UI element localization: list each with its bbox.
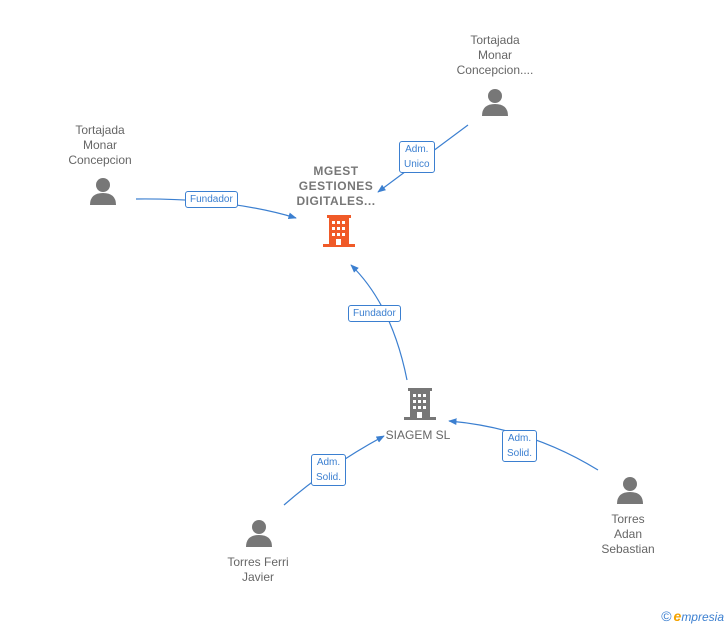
person-label-tortajada-top[interactable]: Tortajada Monar Concepcion.... <box>456 33 534 77</box>
edge-label-fundador-siagem: Fundador <box>348 305 401 322</box>
person-label-torres-adan[interactable]: Torres Adan Sebastian <box>601 512 655 556</box>
edge-label-adm-solid-adan: Adm. Solid. <box>502 430 538 462</box>
person-icon-tortajada-top[interactable] <box>482 89 508 116</box>
company-label-mgest[interactable]: MGEST GESTIONES DIGITALES... <box>296 164 376 208</box>
person-icon-torres-adan[interactable] <box>617 477 643 504</box>
brand-name: mpresia <box>681 610 724 624</box>
building-icon-mgest[interactable] <box>323 215 355 247</box>
edge-label-adm-unico: Adm. Unico <box>399 141 435 173</box>
company-label-siagem[interactable]: SIAGEM SL <box>385 428 451 442</box>
copyright-icon: © <box>661 608 672 624</box>
empresia-logo[interactable]: ©empresia <box>661 608 724 624</box>
brand-initial: e <box>673 608 682 624</box>
person-label-tortajada-left[interactable]: Tortajada Monar Concepcion <box>68 123 132 167</box>
edge-siagem-to-mgest <box>350 264 408 381</box>
person-label-torres-ferri[interactable]: Torres Ferri Javier <box>227 555 289 584</box>
edge-label-fundador-left: Fundador <box>185 191 238 208</box>
person-icon-torres-ferri[interactable] <box>246 520 272 547</box>
building-icon-siagem[interactable] <box>404 388 436 420</box>
edge-label-adm-solid-ferri: Adm. Solid. <box>311 454 347 486</box>
person-icon-tortajada-left[interactable] <box>90 178 116 205</box>
